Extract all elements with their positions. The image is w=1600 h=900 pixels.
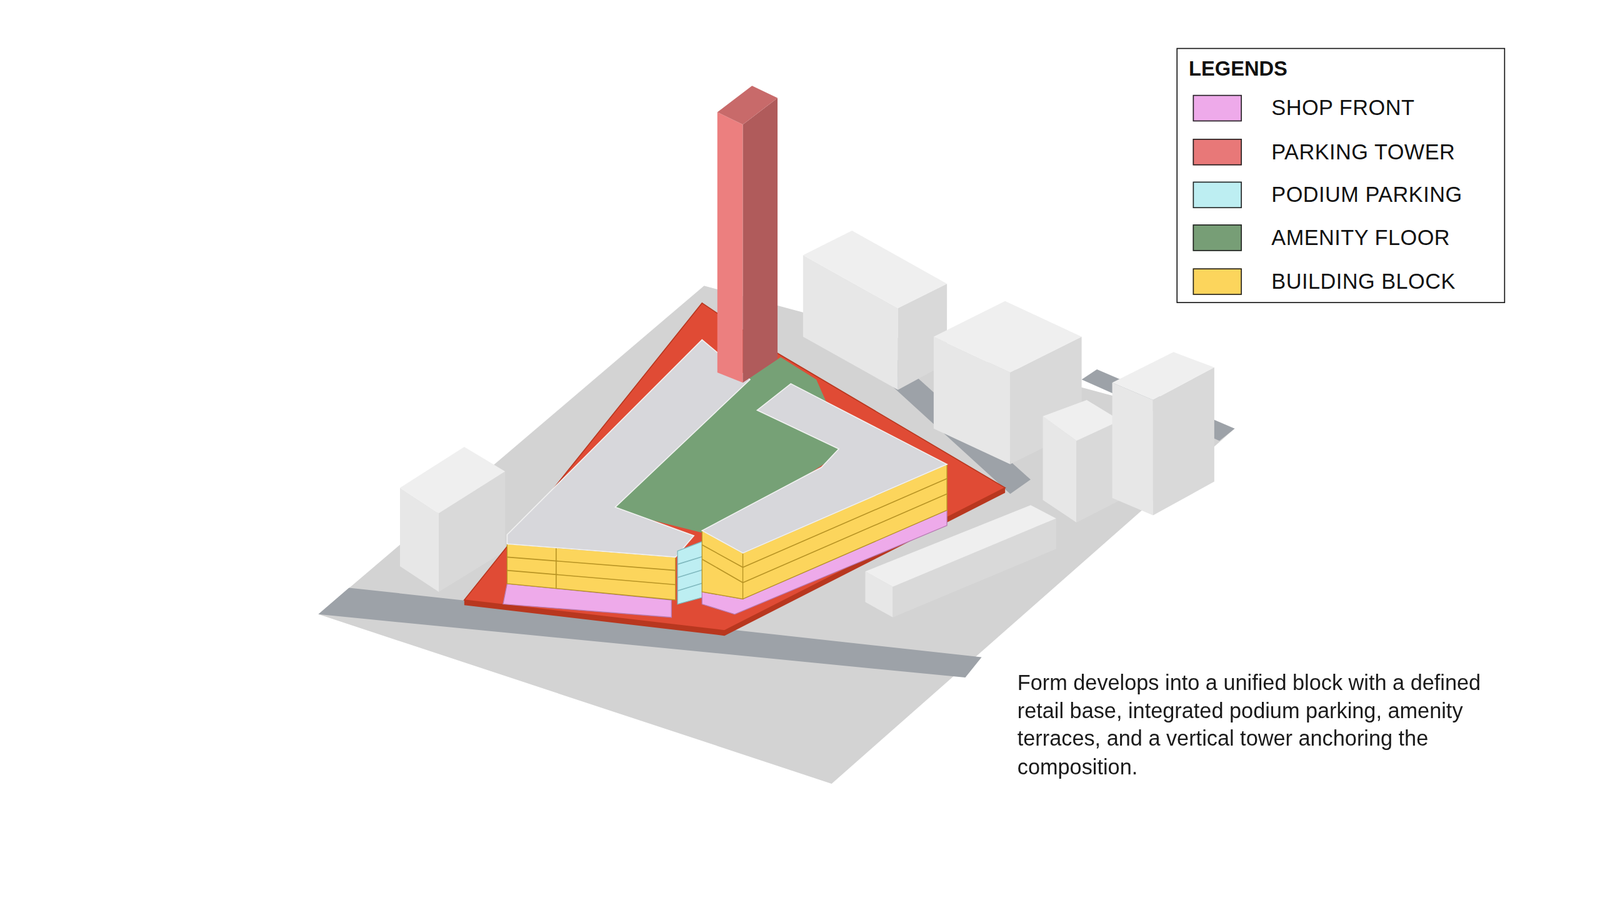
parking-tower bbox=[717, 85, 778, 125]
legend-entry: BUILDING BLOCK bbox=[1193, 268, 1500, 297]
legend-swatch bbox=[1193, 268, 1242, 295]
floor-line bbox=[506, 556, 675, 570]
legend-heading: LEGENDS bbox=[1188, 56, 1288, 81]
context-building bbox=[1112, 351, 1215, 515]
floor-line bbox=[701, 559, 743, 584]
caption-text: Form develops into a unified block with … bbox=[1017, 668, 1497, 781]
legend-entry: SHOP FRONT bbox=[1193, 95, 1500, 124]
legend-label: AMENITY FLOOR bbox=[1271, 225, 1450, 250]
context-building bbox=[803, 230, 947, 390]
building-roof bbox=[400, 446, 505, 514]
parking-tower bbox=[743, 98, 779, 384]
legend-label: PARKING TOWER bbox=[1271, 140, 1455, 165]
legend-swatch bbox=[1193, 95, 1242, 122]
roof bbox=[701, 383, 947, 554]
building-roof bbox=[803, 230, 947, 309]
legend-entry: PODIUM PARKING bbox=[1193, 181, 1500, 211]
legend-box: LEGENDS SHOP FRONT PARKING TOWER PODIUM PAR… bbox=[1176, 48, 1505, 304]
context-building bbox=[1043, 400, 1121, 523]
building-roof bbox=[933, 301, 1082, 373]
building-face bbox=[1112, 382, 1154, 515]
floor-line bbox=[506, 570, 675, 585]
legend-swatch bbox=[1193, 181, 1242, 209]
legend-swatch bbox=[1193, 224, 1242, 251]
legend-entry: PARKING TOWER bbox=[1193, 138, 1500, 168]
legend-entry: AMENITY FLOOR bbox=[1193, 224, 1500, 254]
floor-line bbox=[677, 569, 704, 578]
legend-label: PODIUM PARKING bbox=[1271, 182, 1462, 207]
legend-swatch bbox=[1193, 138, 1242, 165]
building-roof bbox=[1043, 400, 1121, 441]
floor-line bbox=[555, 548, 557, 589]
podium-parking bbox=[677, 540, 704, 604]
legend-label: BUILDING BLOCK bbox=[1271, 269, 1456, 294]
building-roof bbox=[1112, 351, 1215, 400]
parking-tower bbox=[717, 112, 744, 384]
floor-line bbox=[677, 582, 704, 591]
floor-line bbox=[677, 556, 704, 565]
legend-label: SHOP FRONT bbox=[1271, 95, 1415, 120]
